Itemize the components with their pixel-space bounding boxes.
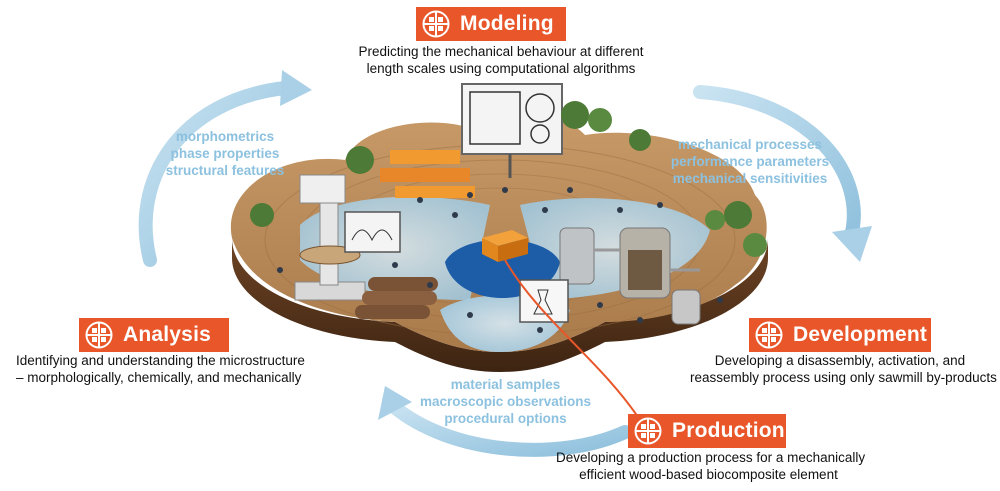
cross-section-icon <box>755 321 783 349</box>
cross-section-icon <box>422 10 450 38</box>
modeling-description: Predicting the mechanical behaviour at d… <box>356 43 646 77</box>
analysis-line-2: – morphologically, chemically, and mecha… <box>16 370 302 385</box>
bottom-loop-item: material samples <box>450 377 561 392</box>
left-loop-item: phase properties <box>170 146 280 161</box>
development-description: Developing a disassembly, activation, an… <box>690 352 997 386</box>
cross-section-icon <box>85 321 113 349</box>
production-connector <box>504 259 641 421</box>
development-line-2: reassembly process using only sawmill by… <box>690 370 997 385</box>
right-loop-text: mechanical processes performance paramet… <box>665 136 835 187</box>
bottom-loop-text: material samples macroscopic observation… <box>418 376 593 427</box>
process-tanks <box>559 227 701 325</box>
left-loop-item: structural features <box>165 163 285 178</box>
right-loop-item: mechanical sensitivities <box>672 171 828 186</box>
production-badge: Production <box>628 414 786 448</box>
modeling-title: Modeling <box>460 12 554 35</box>
cross-section-icon <box>634 417 662 445</box>
modeling-badge: Modeling <box>416 7 566 41</box>
production-title: Production <box>672 419 785 442</box>
trees <box>250 101 767 257</box>
bottom-loop-arrow <box>378 386 632 457</box>
development-title: Development <box>793 323 928 346</box>
lattice-beams <box>380 150 475 198</box>
modeling-line-1: Predicting the mechanical behaviour at d… <box>358 44 644 59</box>
analysis-title: Analysis <box>123 323 211 346</box>
right-loop-item: mechanical processes <box>677 137 823 152</box>
left-loop-text: morphometrics phase properties structura… <box>150 128 300 179</box>
left-loop-arrow <box>138 70 312 267</box>
log-pile <box>355 277 438 319</box>
wood-block-sample <box>482 230 528 262</box>
modeling-screen <box>461 83 563 178</box>
development-badge: Development <box>749 318 931 352</box>
right-loop-arrow <box>693 85 872 262</box>
bottom-loop-item: macroscopic observations <box>419 394 592 409</box>
analysis-board <box>344 211 401 253</box>
analysis-description: Identifying and understanding the micros… <box>16 352 305 386</box>
production-board <box>519 279 569 323</box>
production-line-1: Developing a production process for a me… <box>556 450 866 465</box>
analysis-line-1: Identifying and understanding the micros… <box>16 353 305 368</box>
bottom-loop-item: procedural options <box>444 411 567 426</box>
development-line-1: Developing a disassembly, activation, an… <box>714 353 966 368</box>
production-line-2: efficient wood-based biocomposite elemen… <box>579 467 838 482</box>
analysis-badge: Analysis <box>79 318 229 352</box>
left-loop-item: morphometrics <box>175 129 275 144</box>
right-loop-item: performance parameters <box>670 154 830 169</box>
production-description: Developing a production process for a me… <box>556 449 866 483</box>
people <box>277 187 723 333</box>
modeling-line-2: length scales using computational algori… <box>366 61 636 76</box>
